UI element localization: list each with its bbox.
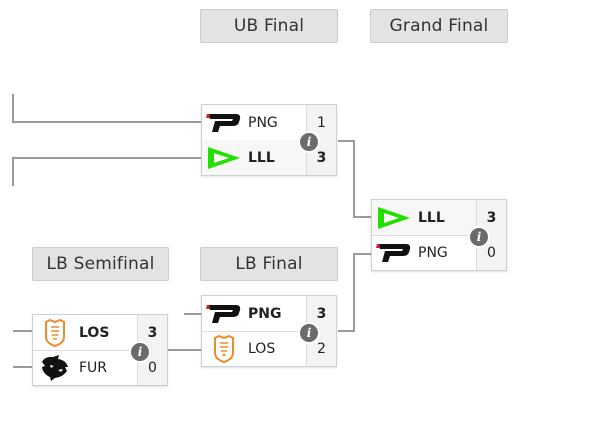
match-info-icon[interactable]: i (298, 322, 320, 344)
match-grand-final[interactable]: LLL 3 PNG 0 i (371, 199, 507, 271)
los-grandes-logo (204, 331, 244, 366)
team-row-png[interactable]: PNG 0 (372, 235, 506, 270)
team-name: PNG (248, 114, 278, 131)
match-info-icon[interactable]: i (129, 341, 151, 363)
loud-logo (204, 140, 244, 175)
team-name: LOS (248, 340, 276, 357)
pain-gaming-logo (374, 235, 414, 270)
match-lb-semifinal[interactable]: LOS 3 FUR 0 i (32, 314, 168, 386)
pain-gaming-logo (204, 105, 244, 140)
furia-logo (35, 350, 75, 385)
team-name: LLL (418, 209, 445, 226)
team-row-los[interactable]: LOS 3 (33, 315, 167, 351)
team-name: PNG (248, 305, 282, 322)
team-name: LOS (79, 324, 110, 341)
match-lb-final[interactable]: PNG 3 LOS 2 i (201, 295, 337, 367)
team-row-los[interactable]: LOS 2 (202, 331, 336, 366)
los-grandes-logo (35, 315, 75, 350)
pain-gaming-logo (204, 296, 244, 331)
team-name: LLL (248, 149, 275, 166)
stage-label-ub-final: UB Final (200, 9, 338, 43)
stage-label-lb-semifinal: LB Semifinal (32, 247, 169, 281)
team-name: FUR (79, 359, 108, 376)
match-info-icon[interactable]: i (468, 226, 490, 248)
stage-label-lb-final: LB Final (200, 247, 338, 281)
team-score: 2 (306, 331, 336, 366)
stage-label-grand-final: Grand Final (370, 9, 508, 43)
team-row-lll[interactable]: LLL 3 (372, 200, 506, 236)
loud-logo (374, 200, 414, 235)
match-ub-final[interactable]: PNG 1 LLL 3 i (201, 104, 337, 176)
team-name: PNG (418, 244, 448, 261)
match-info-icon[interactable]: i (298, 131, 320, 153)
team-score: 0 (476, 235, 506, 270)
